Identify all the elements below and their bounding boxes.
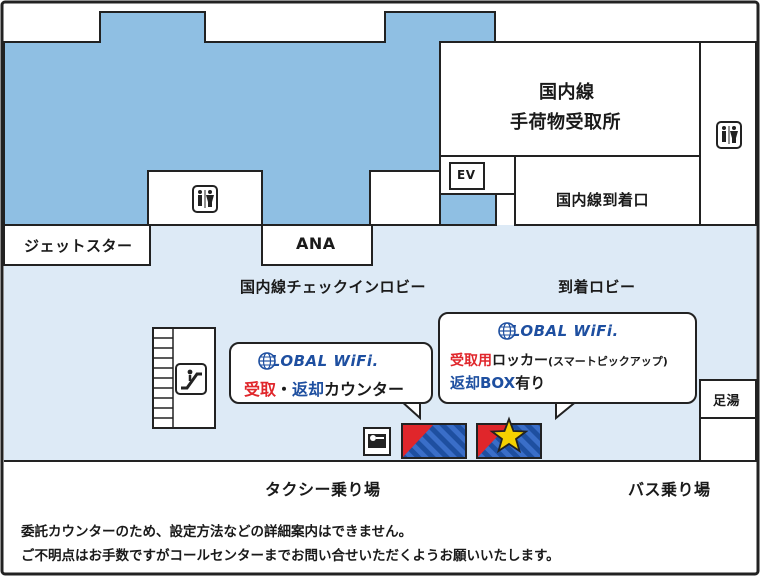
note-line-1: 委託カウンターのため、設定方法などの詳細案内はできません。 — [21, 524, 413, 540]
locker-icon — [363, 427, 391, 456]
wifi-brand-left: GLOBAL WiFi. — [258, 352, 379, 370]
footbath-label: 足湯 — [713, 394, 741, 409]
note-line-2: ご不明点はお手数ですがコールセンターまでお問い合せいただくようお願いいたします。 — [21, 548, 560, 564]
footbath-area — [699, 379, 757, 419]
arrival-exit-label: 国内線到着口 — [556, 191, 650, 209]
elevator-shaft — [439, 193, 497, 226]
wifi-globe-icon — [258, 352, 276, 370]
ana-counter-area — [261, 224, 373, 266]
baggage-claim-area — [439, 41, 701, 157]
ana-label: ANA — [296, 234, 336, 253]
return-box-text: 返却BOX — [450, 374, 516, 392]
restroom-icon — [716, 121, 742, 149]
baggage-claim-label-2: 手荷物受取所 — [510, 112, 621, 133]
footbath-area-lower — [699, 417, 757, 462]
wall-block — [369, 170, 441, 226]
locker-note-text: (スマートピックアップ) — [548, 355, 668, 368]
restroom-icon — [192, 185, 218, 213]
elevator-label: EV — [457, 168, 476, 182]
elevator-box — [449, 162, 485, 190]
baggage-claim-label-1: 国内線 — [539, 82, 595, 103]
available-text: 有り — [515, 374, 546, 392]
receive-text: 受取 — [244, 380, 277, 399]
taxi-label: タクシー乗り場 — [265, 480, 381, 499]
counter-text: カウンター — [324, 380, 405, 399]
jetstar-label: ジェットスター — [24, 237, 133, 255]
star-icon — [489, 416, 529, 454]
separator-text: ・ — [276, 380, 293, 399]
locker-receive-text: 受取用 — [450, 353, 492, 369]
arrival-lobby-label: 到着ロビー — [558, 278, 636, 296]
bus-label: バス乗り場 — [628, 480, 711, 499]
wifi-brand-right: GLOBAL WiFi. — [498, 322, 619, 340]
return-text: 返却 — [292, 380, 325, 399]
wifi-counter-callout: GLOBAL WiFi. 受取・返却カウンター — [229, 342, 433, 404]
checkin-lobby-label: 国内線チェックインロビー — [240, 278, 427, 296]
wifi-locker-callout: GLOBAL WiFi. 受取用ロッカー(スマートピックアップ) 返却BOX有り — [438, 312, 697, 404]
jetstar-counter-area — [3, 224, 151, 266]
escalator-icon — [175, 363, 207, 395]
wifi-globe-icon — [498, 322, 516, 340]
locker-text: ロッカー — [492, 353, 548, 369]
